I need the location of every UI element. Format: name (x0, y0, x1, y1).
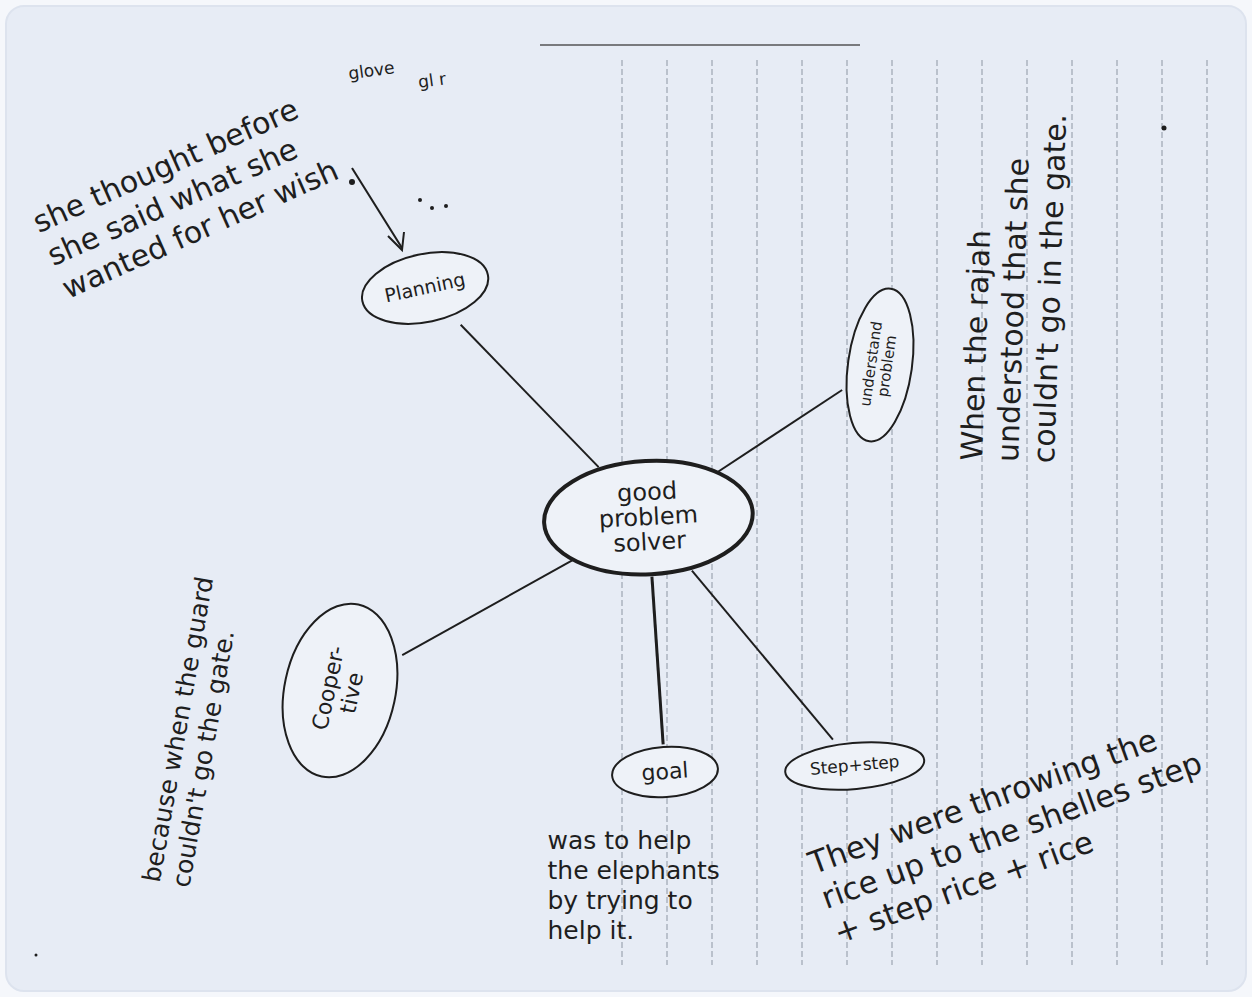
node-label: good problem solver (576, 477, 720, 560)
topic-oval: understand problem (835, 282, 924, 448)
connector-line (652, 577, 663, 745)
connector-line (714, 390, 842, 474)
scribble-text: gl r (417, 64, 479, 93)
annotation-text: was to help the elephants by trying to h… (548, 826, 733, 946)
topic-oval: Step+step (781, 735, 928, 797)
node-label: goal (641, 759, 690, 785)
scribble-text: glove (347, 52, 429, 83)
topic-oval: goal (608, 741, 721, 803)
annotation-text: When the rajah understood that she could… (954, 60, 1076, 464)
annotation-text: because when the guard couldn't go the g… (137, 554, 253, 889)
connector-line (461, 325, 599, 467)
annotation-text: she thought before she said what she wan… (27, 74, 372, 307)
center-oval: good problem solver (538, 453, 759, 583)
topic-oval: Planning (353, 239, 497, 337)
topic-oval: Cooper- tive (265, 590, 415, 790)
connector-line (692, 571, 833, 740)
annotation-text: They were throwing the rice up to the sh… (804, 704, 1237, 952)
connector-line (402, 558, 576, 655)
